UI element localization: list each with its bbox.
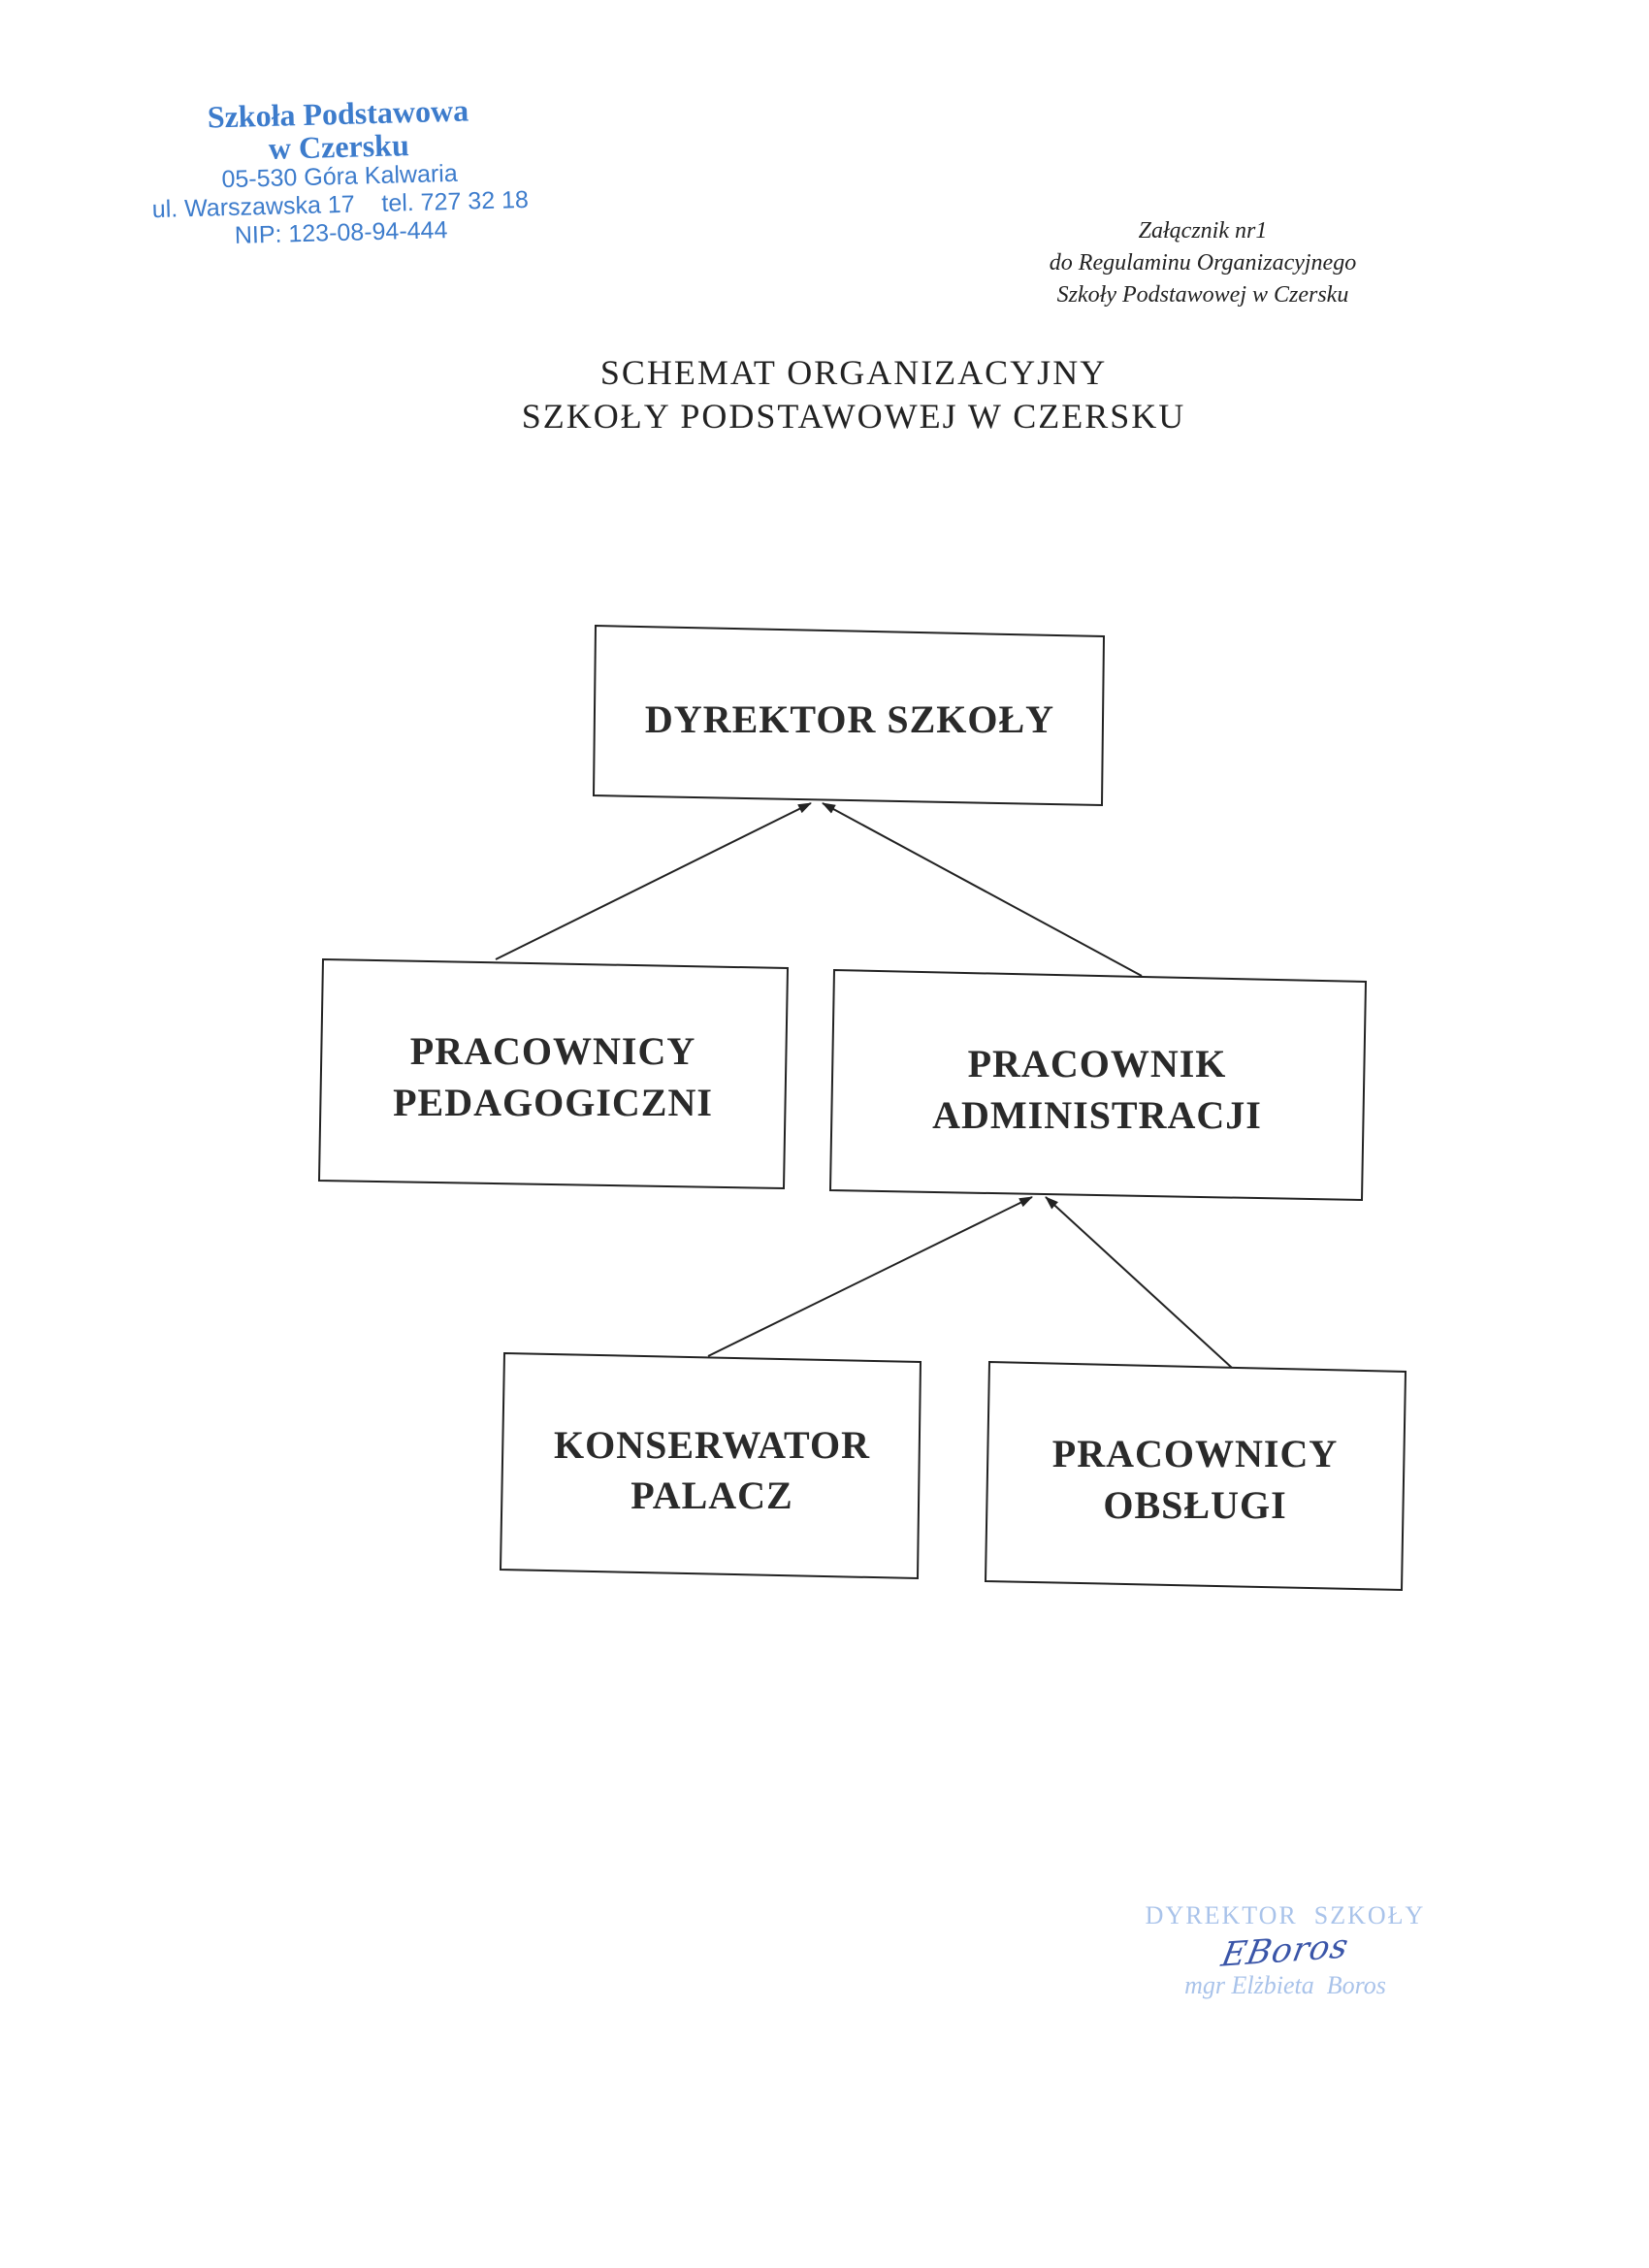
annex-line-2: do Regulaminu Organizacyjnego: [1049, 250, 1357, 275]
box-service: [984, 1360, 1407, 1592]
arrow-janitor-admin: [707, 1196, 1033, 1357]
signature-stamp-title: DYREKTOR SZKOŁY: [1145, 1901, 1426, 1929]
box-director: [592, 624, 1106, 807]
document-title: SCHEMAT ORGANIZACYJNY SZKOŁY PODSTAWOWEJ…: [0, 351, 1649, 438]
title-line-2: SZKOŁY PODSTAWOWEJ W CZERSKU: [521, 397, 1186, 436]
arrow-admin-director: [822, 802, 1143, 977]
label-service-2: OBSŁUGI: [1103, 1483, 1286, 1527]
signature-name: mgr Elżbieta Boros: [1184, 1971, 1386, 1999]
label-janitor-2: PALACZ: [630, 1474, 792, 1517]
label-director: DYREKTOR SZKOŁY: [645, 697, 1054, 741]
arrow-teachers-director: [495, 802, 812, 960]
label-admin-2: ADMINISTRACJI: [932, 1093, 1262, 1137]
label-teachers-1: PRACOWNICY: [410, 1029, 695, 1073]
box-admin: [828, 968, 1368, 1202]
label-janitor-1: KONSERWATOR: [554, 1423, 870, 1467]
label-teachers-2: PEDAGOGICZNI: [393, 1081, 713, 1124]
arrow-service-admin: [1045, 1196, 1233, 1369]
annex-line-1: Załącznik nr1: [1138, 218, 1268, 243]
director-signature-stamp: DYREKTOR SZKOŁY EBoros mgr Elżbieta Boro…: [1135, 1901, 1436, 2000]
annex-line-3: Szkoły Podstawowej w Czersku: [1056, 282, 1349, 308]
box-teachers: [317, 957, 790, 1190]
label-service-1: PRACOWNICY: [1052, 1432, 1338, 1475]
title-line-1: SCHEMAT ORGANIZACYJNY: [599, 353, 1108, 392]
box-janitor: [499, 1351, 922, 1580]
annex-note: Załącznik nr1 do Regulaminu Organizacyjn…: [999, 215, 1406, 311]
label-admin-1: PRACOWNIK: [968, 1042, 1227, 1085]
